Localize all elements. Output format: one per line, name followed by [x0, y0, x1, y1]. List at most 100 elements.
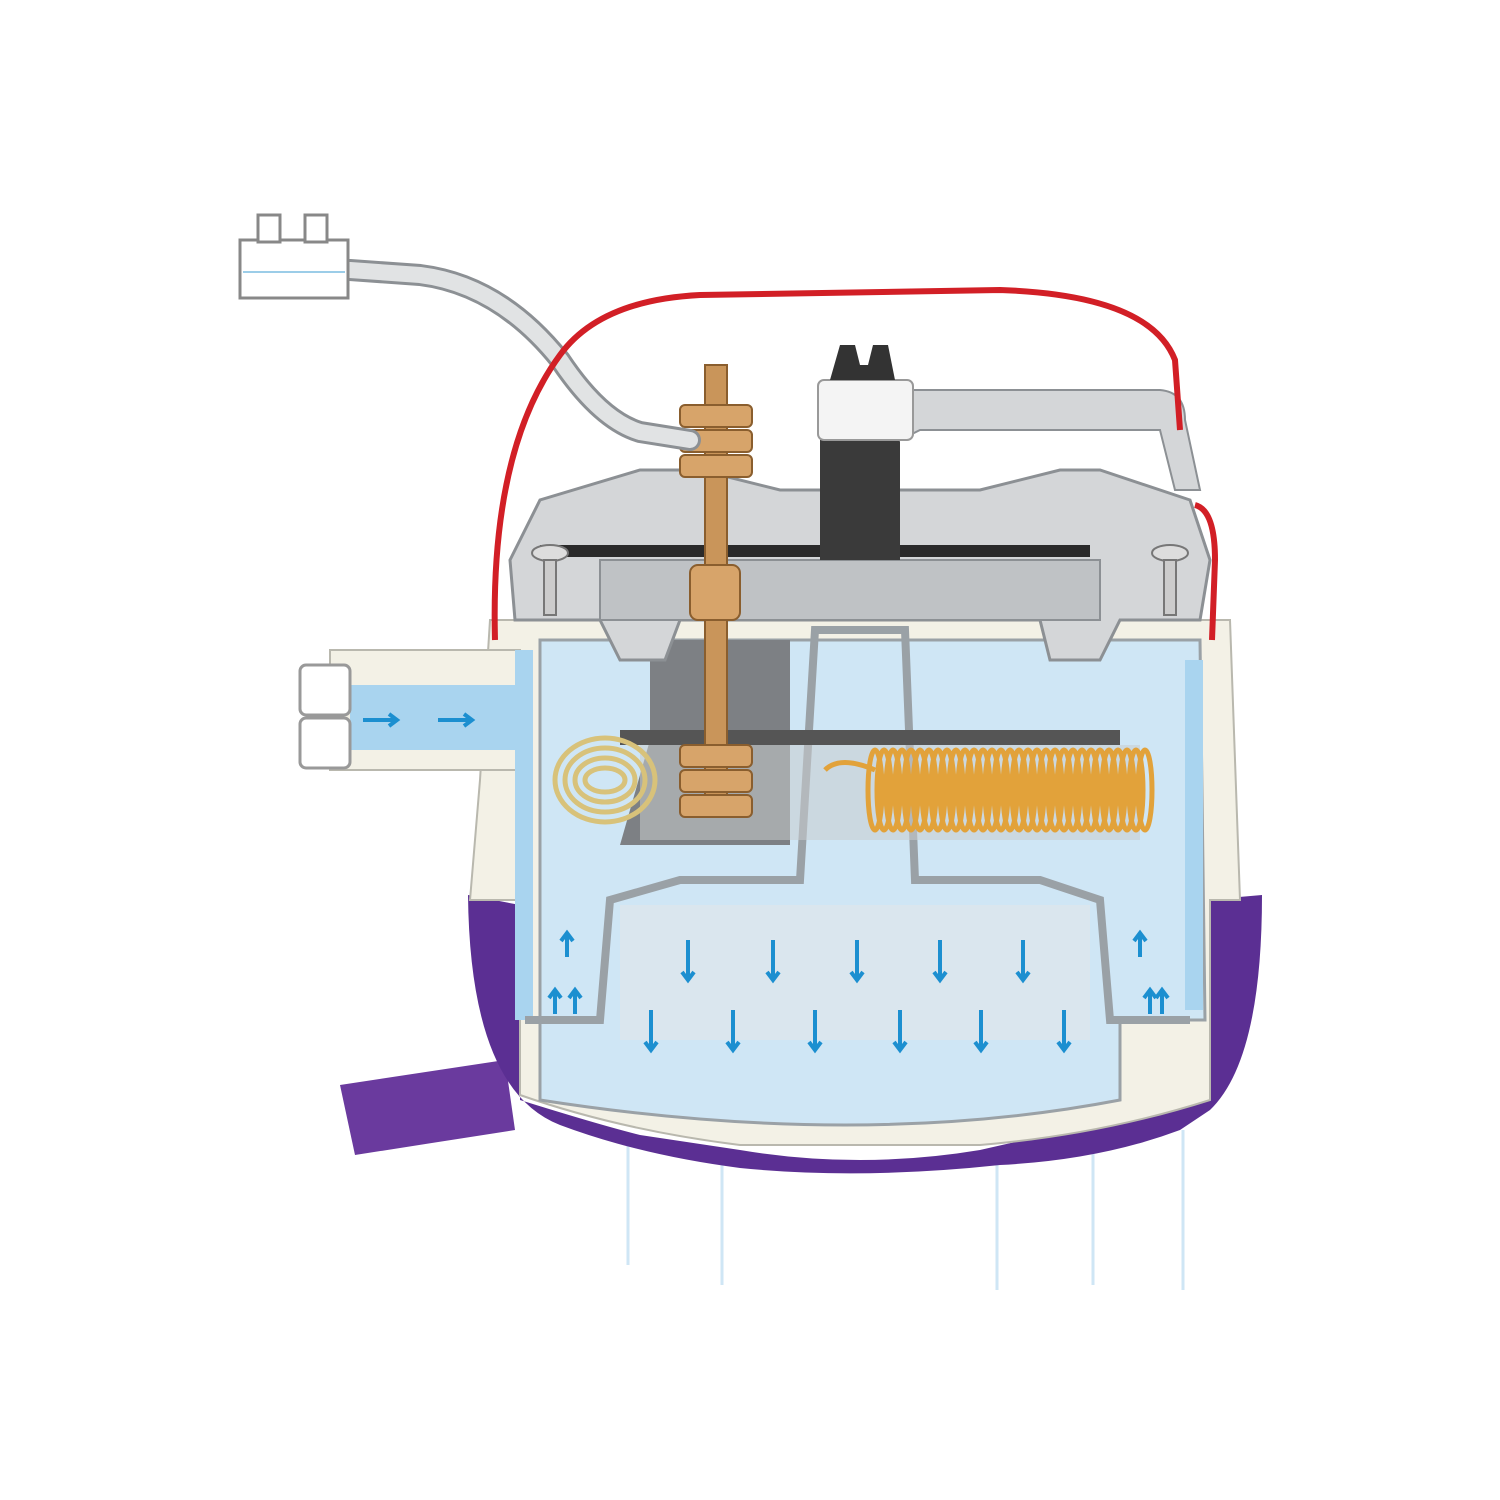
- coil-lead: [823, 760, 876, 773]
- hex-nut: [679, 404, 753, 428]
- coil-ring: [562, 745, 648, 815]
- coil-loop: [1027, 747, 1047, 833]
- red-wire: [491, 286, 1183, 641]
- coil-loop: [919, 747, 939, 833]
- coil-loop: [1045, 747, 1065, 833]
- arrow-shape: [680, 940, 696, 984]
- coil-loop: [901, 747, 921, 833]
- coil-loop: [1090, 747, 1110, 833]
- flow-arrow-icon: [973, 1010, 989, 1054]
- arrow-shape: [807, 1010, 823, 1054]
- hex-nut: [679, 744, 753, 768]
- flow-arrow-icon: [1015, 940, 1031, 984]
- flow-arrow-icon: [892, 1010, 908, 1054]
- coil-loop: [865, 747, 885, 833]
- coil-loop: [928, 747, 948, 833]
- arrow-shape: [1142, 986, 1158, 1014]
- flow-arrows: [363, 712, 1170, 1054]
- coil-ring: [552, 735, 658, 825]
- arrow-shape: [1056, 1010, 1072, 1054]
- arrow-shape: [363, 712, 401, 728]
- thermostat-stem: [820, 440, 900, 560]
- arrow-shape: [932, 940, 948, 984]
- coil-loop: [1054, 747, 1074, 833]
- coil-loop: [1081, 747, 1101, 833]
- power-cable: [339, 259, 701, 451]
- flow-arrow-icon: [807, 1010, 823, 1054]
- heater-disc: [620, 730, 1120, 745]
- flow-arrow-icon: [643, 1010, 659, 1054]
- arrow-shape: [973, 1010, 989, 1054]
- water-drips: [626, 1130, 1185, 1290]
- hex-nut: [679, 454, 753, 478]
- arrow-shape: [567, 986, 583, 1014]
- inlet-pipe: [298, 649, 521, 771]
- small-coil: [552, 735, 658, 825]
- arrow-shape: [559, 929, 575, 957]
- coil-loop: [991, 747, 1011, 833]
- flow-arrow-icon: [1056, 1010, 1072, 1054]
- right-channel: [1185, 660, 1203, 1010]
- coil-loop: [946, 747, 966, 833]
- screw-left: [531, 544, 569, 616]
- screw-right: [1151, 544, 1189, 616]
- coil-loop: [874, 747, 894, 833]
- arrow-shape: [1132, 929, 1148, 957]
- hex-nut: [679, 769, 753, 793]
- coil-loop: [955, 747, 975, 833]
- arrow-shape: [725, 1010, 741, 1054]
- coil-loop: [1099, 747, 1119, 833]
- coil-loop: [883, 747, 903, 833]
- flow-arrow-icon: [438, 712, 476, 728]
- inner-cup: [525, 626, 1190, 1024]
- water-chamber: [538, 638, 1207, 1127]
- flow-arrow-icon: [1142, 986, 1158, 1014]
- arrow-shape: [547, 986, 563, 1014]
- coil-loop: [1108, 747, 1128, 833]
- thermostat-knob: [830, 345, 895, 380]
- coil-loop: [1009, 747, 1029, 833]
- coil-loop: [1135, 747, 1155, 833]
- arrow-shape: [438, 712, 476, 728]
- thermostat-arm: [899, 389, 1202, 491]
- flow-arrow-icon: [680, 940, 696, 984]
- flow-arrow-icon: [765, 940, 781, 984]
- coil-loop: [937, 747, 957, 833]
- flow-arrow-icon: [559, 929, 575, 957]
- flow-arrow-icon: [849, 940, 865, 984]
- coil-loop: [892, 747, 912, 833]
- coil-loop: [964, 747, 984, 833]
- flow-arrow-icon: [725, 1010, 741, 1054]
- coil-ring: [572, 755, 638, 805]
- flow-arrow-icon: [1132, 929, 1148, 957]
- arrow-shape: [765, 940, 781, 984]
- coil-loop: [910, 747, 930, 833]
- hex-nut: [679, 794, 753, 818]
- coil-loop: [1036, 747, 1056, 833]
- left-channel: [515, 650, 533, 1020]
- flow-arrow-icon: [363, 712, 401, 728]
- heating-coil: [823, 747, 1155, 833]
- thermostat-bracket: [817, 379, 914, 441]
- coil-loop: [1126, 747, 1146, 833]
- outlet-pipe: [340, 1060, 515, 1155]
- flow-arrow-icon: [932, 940, 948, 984]
- arrow-shape: [892, 1010, 908, 1054]
- flow-arrow-icon: [567, 986, 583, 1014]
- red-wire-lower: [1193, 502, 1219, 641]
- coil-loop: [1072, 747, 1092, 833]
- arrow-shape: [643, 1010, 659, 1054]
- coil-ring: [582, 765, 628, 795]
- coil-loop: [982, 747, 1002, 833]
- flow-arrow-icon: [1154, 986, 1170, 1014]
- coil-loop: [1063, 747, 1083, 833]
- coil-loop: [1117, 747, 1137, 833]
- arrow-shape: [849, 940, 865, 984]
- arrow-shape: [1154, 986, 1170, 1014]
- coil-loop: [1018, 747, 1038, 833]
- flow-arrow-icon: [547, 986, 563, 1014]
- arrow-shape: [1015, 940, 1031, 984]
- coil-loop: [973, 747, 993, 833]
